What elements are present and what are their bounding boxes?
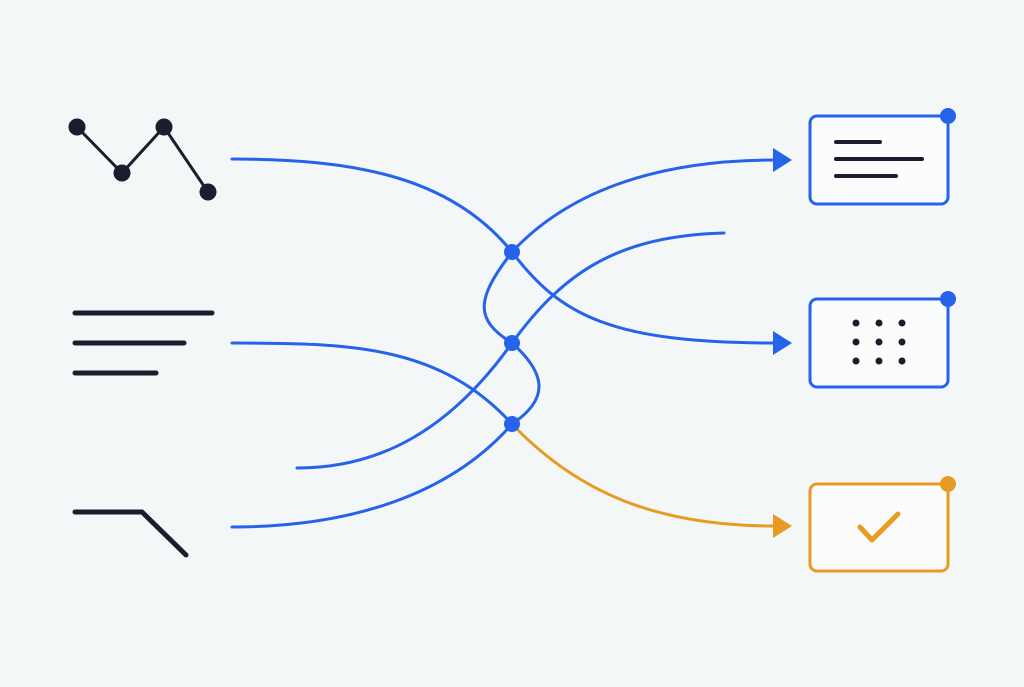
junction-node-2 — [504, 335, 520, 351]
check-card[interactable] — [808, 476, 956, 573]
status-dot — [940, 291, 956, 307]
grid-card[interactable] — [808, 291, 956, 389]
connector-input2-node3 — [230, 341, 514, 426]
status-dot — [940, 108, 956, 124]
line-chart-icon — [68, 118, 217, 201]
check-icon — [857, 511, 901, 543]
junction-node-1 — [504, 244, 520, 260]
connector-node1-output2 — [510, 250, 777, 345]
arrowhead-1 — [773, 148, 792, 172]
connector-node1-output1 — [510, 158, 777, 254]
angle-line-icon — [72, 509, 189, 558]
junction-node-3 — [504, 416, 520, 432]
arrowhead-3 — [773, 514, 792, 538]
connector-input3-node3 — [230, 422, 514, 529]
connector-node3-output3 — [510, 422, 777, 528]
document-card[interactable] — [808, 108, 956, 206]
connector-node1-node2-loop — [482, 250, 514, 345]
connector-node2-node3-loop — [510, 341, 541, 426]
dot-grid-icon — [852, 319, 906, 365]
document-lines-icon — [834, 140, 924, 178]
arrowhead-2 — [773, 331, 792, 355]
connector-input1-node1 — [230, 157, 514, 254]
text-lines-icon — [72, 310, 215, 376]
status-dot — [940, 476, 956, 492]
